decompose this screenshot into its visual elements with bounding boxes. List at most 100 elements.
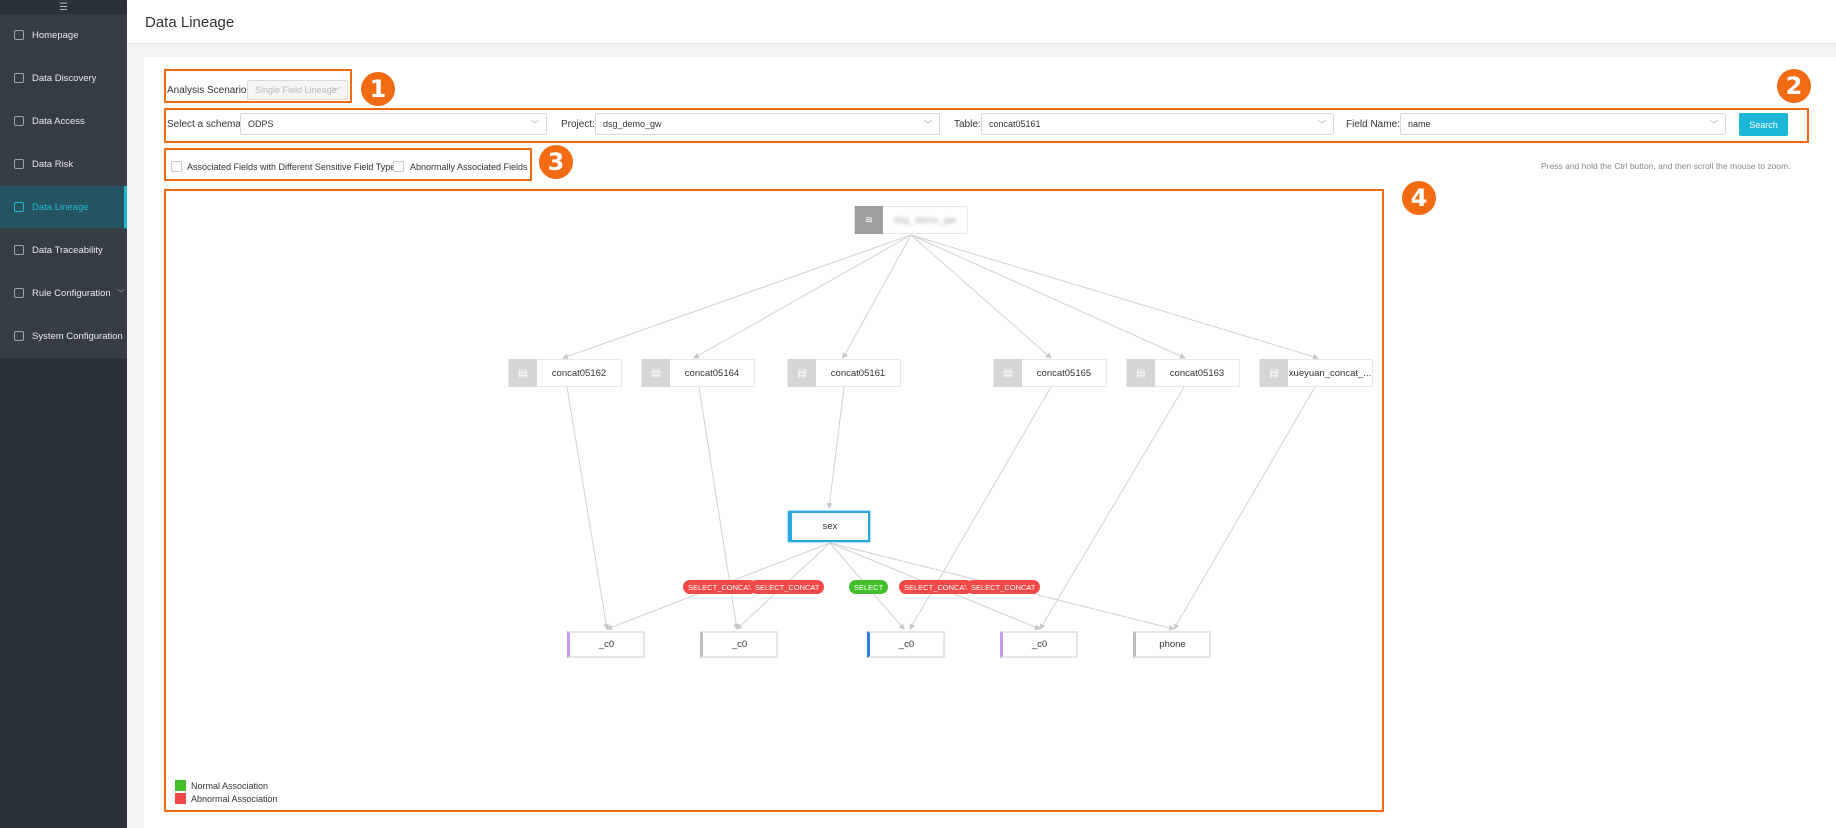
zoom-hint: Press and hold the Ctrl button, and then… — [1541, 161, 1791, 171]
search-button[interactable]: Search — [1739, 113, 1788, 136]
page-title: Data Lineage — [145, 14, 235, 31]
association-tag: SELECT — [849, 580, 889, 594]
table-node-label: concat05164 — [684, 367, 740, 379]
table-label: Table: — [954, 119, 981, 130]
center-field-node[interactable]: sex — [788, 511, 870, 542]
table-node-label: concat05162 — [551, 367, 607, 379]
project-select[interactable]: dsg_demo_gw ﹀ — [595, 113, 940, 135]
sidebar-item-data-traceability[interactable]: Data Traceability — [0, 229, 127, 272]
legend-abnormal-label: Abnormal Association — [191, 794, 278, 804]
risk-icon — [14, 159, 24, 169]
annotation-badge-3: 3 — [539, 145, 573, 179]
field-label: Field Name: — [1346, 119, 1400, 130]
page-header: Data Lineage — [127, 0, 1836, 44]
table-node[interactable]: ▤ concat05164 — [641, 359, 755, 387]
chevron-down-icon: ﹀ — [1710, 120, 1718, 129]
diff-sensitive-label: Associated Fields with Different Sensiti… — [187, 162, 400, 172]
association-tag: SELECT_CONCAT — [966, 580, 1041, 594]
table-value: concat05161 — [989, 119, 1041, 129]
association-tag: SELECT_CONCAT — [683, 580, 758, 594]
association-tag: SELECT_CONCAT — [750, 580, 825, 594]
abnormal-checkbox[interactable] — [393, 161, 404, 172]
table-node[interactable]: ▤xueyuan_concat_... — [1259, 359, 1373, 387]
sidebar-item-data-discovery[interactable]: Data Discovery — [0, 57, 127, 100]
annotation-badge-1: 1 — [361, 72, 395, 106]
annotation-box-1 — [164, 69, 352, 103]
scenario-value: Single Field Lineage — [255, 85, 337, 95]
legend-normal-swatch — [175, 780, 186, 791]
sidebar-item-label: System Configuration — [32, 330, 123, 342]
table-icon: ▤ — [788, 359, 816, 387]
root-node[interactable]: ≋ dsg_demo_gw — [854, 206, 968, 234]
chevron-down-icon: ﹀ — [1318, 120, 1326, 129]
field-node[interactable]: _c0 — [567, 631, 645, 658]
annotation-box-2 — [164, 108, 1809, 143]
sidebar-item-label: Data Discovery — [32, 72, 97, 84]
access-icon — [14, 116, 24, 126]
root-node-label: dsg_demo_gw — [894, 214, 956, 226]
table-icon: ▤ — [642, 359, 670, 387]
sidebar-item-label: Homepage — [32, 29, 79, 41]
rule-icon — [14, 288, 24, 298]
sidebar-item-data-lineage[interactable]: Data Lineage — [0, 186, 127, 229]
field-value: name — [1408, 119, 1431, 129]
field-node[interactable]: _c0 — [700, 631, 778, 658]
table-icon: ▤ — [1260, 359, 1288, 387]
sidebar-item-rule-configuration[interactable]: Rule Configuration﹀ — [0, 272, 127, 315]
content-card — [144, 57, 1836, 828]
sidebar-item-data-risk[interactable]: Data Risk — [0, 143, 127, 186]
annotation-badge-4: 4 — [1402, 181, 1436, 215]
menu-collapse-icon[interactable]: ☰ — [0, 0, 127, 14]
sidebar-item-label: Data Traceability — [32, 244, 103, 256]
abnormal-label: Abnormally Associated Fields — [410, 162, 528, 172]
table-node[interactable]: ▤ concat05163 — [1126, 359, 1240, 387]
schema-value: ODPS — [248, 119, 274, 129]
field-node[interactable]: _c0 — [867, 631, 945, 658]
sidebar-item-label: Data Lineage — [32, 201, 89, 213]
annotation-box-4 — [164, 189, 1384, 812]
legend-abnormal-swatch — [175, 793, 186, 804]
table-node-label: concat05163 — [1169, 367, 1225, 379]
scenario-label: Analysis Scenario: — [167, 85, 250, 96]
chevron-down-icon: ﹀ — [924, 120, 932, 129]
association-tag: SELECT_CONCAT — [899, 580, 974, 594]
sidebar-item-data-access[interactable]: Data Access — [0, 100, 127, 143]
database-icon: ≋ — [855, 206, 883, 234]
sidebar-item-label: Data Risk — [32, 158, 74, 170]
table-icon: ▤ — [509, 359, 537, 387]
schema-select[interactable]: ODPS ﹀ — [240, 113, 547, 135]
table-icon: ▤ — [994, 359, 1022, 387]
annotation-box-3 — [164, 148, 532, 181]
table-node-label: concat05165 — [1036, 367, 1092, 379]
discovery-icon — [14, 73, 24, 83]
project-value: dsg_demo_gw — [603, 119, 662, 129]
field-node[interactable]: _c0 — [1000, 631, 1078, 658]
home-icon — [14, 30, 24, 40]
field-node[interactable]: phone — [1133, 631, 1211, 658]
sidebar-item-system-configuration[interactable]: System Configuration — [0, 315, 127, 358]
table-node-label: xueyuan_concat_... — [1288, 367, 1372, 379]
table-node[interactable]: ▤ concat05161 — [787, 359, 901, 387]
table-node-label: concat05161 — [830, 367, 886, 379]
lineage-icon — [14, 202, 24, 212]
project-label: Project: — [561, 119, 595, 130]
chevron-down-icon: ﹀ — [116, 288, 125, 298]
table-icon: ▤ — [1127, 359, 1155, 387]
table-node[interactable]: ▤ concat05162 — [508, 359, 622, 387]
sidebar-item-homepage[interactable]: Homepage — [0, 14, 127, 57]
schema-label: Select a schema — [167, 119, 241, 130]
diff-sensitive-checkbox[interactable] — [171, 161, 182, 172]
legend-normal-label: Normal Association — [191, 781, 269, 791]
table-node[interactable]: ▤ concat05165 — [993, 359, 1107, 387]
annotation-badge-2: 2 — [1777, 69, 1811, 103]
field-select[interactable]: name ﹀ — [1400, 113, 1726, 135]
sidebar-item-label: Data Access — [32, 115, 85, 127]
table-select[interactable]: concat05161 ﹀ — [981, 113, 1334, 135]
traceability-icon — [14, 245, 24, 255]
scenario-select[interactable]: Single Field Lineage ﹀ — [247, 80, 348, 100]
system-icon — [14, 331, 24, 341]
sidebar: ☰ Homepage Data Discovery Data Access Da… — [0, 0, 127, 828]
chevron-down-icon: ﹀ — [531, 120, 539, 129]
chevron-down-icon: ﹀ — [332, 87, 340, 96]
